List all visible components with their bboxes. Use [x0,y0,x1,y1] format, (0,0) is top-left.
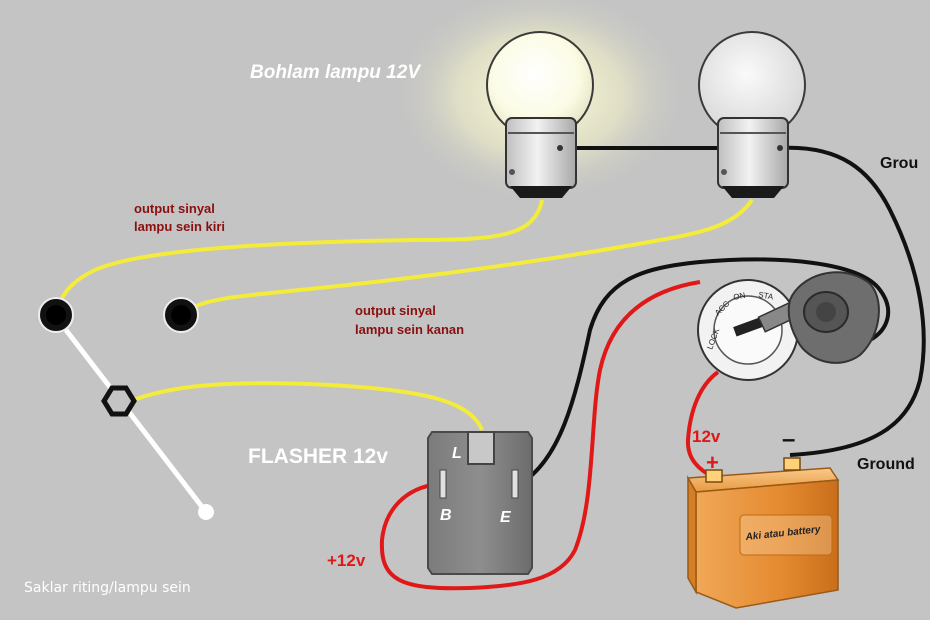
switch-contact [101,385,137,417]
turn-signal-switch [38,297,214,520]
left-signal-label-line2: lampu sein kiri [134,219,225,234]
power-wire [379,280,701,591]
battery-negative-terminal [783,457,801,471]
plus-12v-label: +12v [327,551,366,570]
left-signal-wire [56,199,544,309]
left-signal-label-line1: output sinyal [134,201,215,216]
switch-lever [64,328,208,514]
battery [686,457,840,609]
right-signal-label-line1: output sinyal [355,303,436,318]
battery-minus-label: – [782,426,795,453]
bulb-right [698,31,806,198]
battery-plus-label: + [706,450,719,475]
pin-b-terminal [439,469,447,499]
ignition-switch: LOCK ACC ON STA [697,279,799,381]
pin-l-label: L [452,445,462,462]
right-signal-wire [191,198,754,310]
pin-e-label: E [500,509,512,526]
car-key [757,271,880,364]
bulb-left [486,31,594,198]
bulb-title-label: Bohlam lampu 12V [250,62,421,83]
flasher-relay [427,431,533,575]
flasher-label: FLASHER 12v [248,445,388,468]
ground-top-label: Grou [880,155,918,172]
ground-wire [779,145,926,457]
key-pos-on: ON [733,291,747,302]
right-signal-label-line2: lampu sein kanan [355,322,464,337]
key-pos-sta: STA [758,290,775,302]
pin-l-terminal [467,431,495,465]
ground-bottom-label: Ground [857,456,915,473]
pin-e-terminal [511,469,519,499]
flasher-ground-wire [518,257,891,486]
battery-12v-label: 12v [692,427,721,446]
battery-positive-terminal [705,469,723,483]
pin-b-label: B [440,507,452,524]
switch-caption: Saklar riting/lampu sein [24,580,191,596]
switch-pivot [198,504,214,520]
flasher-output-wire [127,381,484,431]
battery-key-wire [685,370,720,480]
